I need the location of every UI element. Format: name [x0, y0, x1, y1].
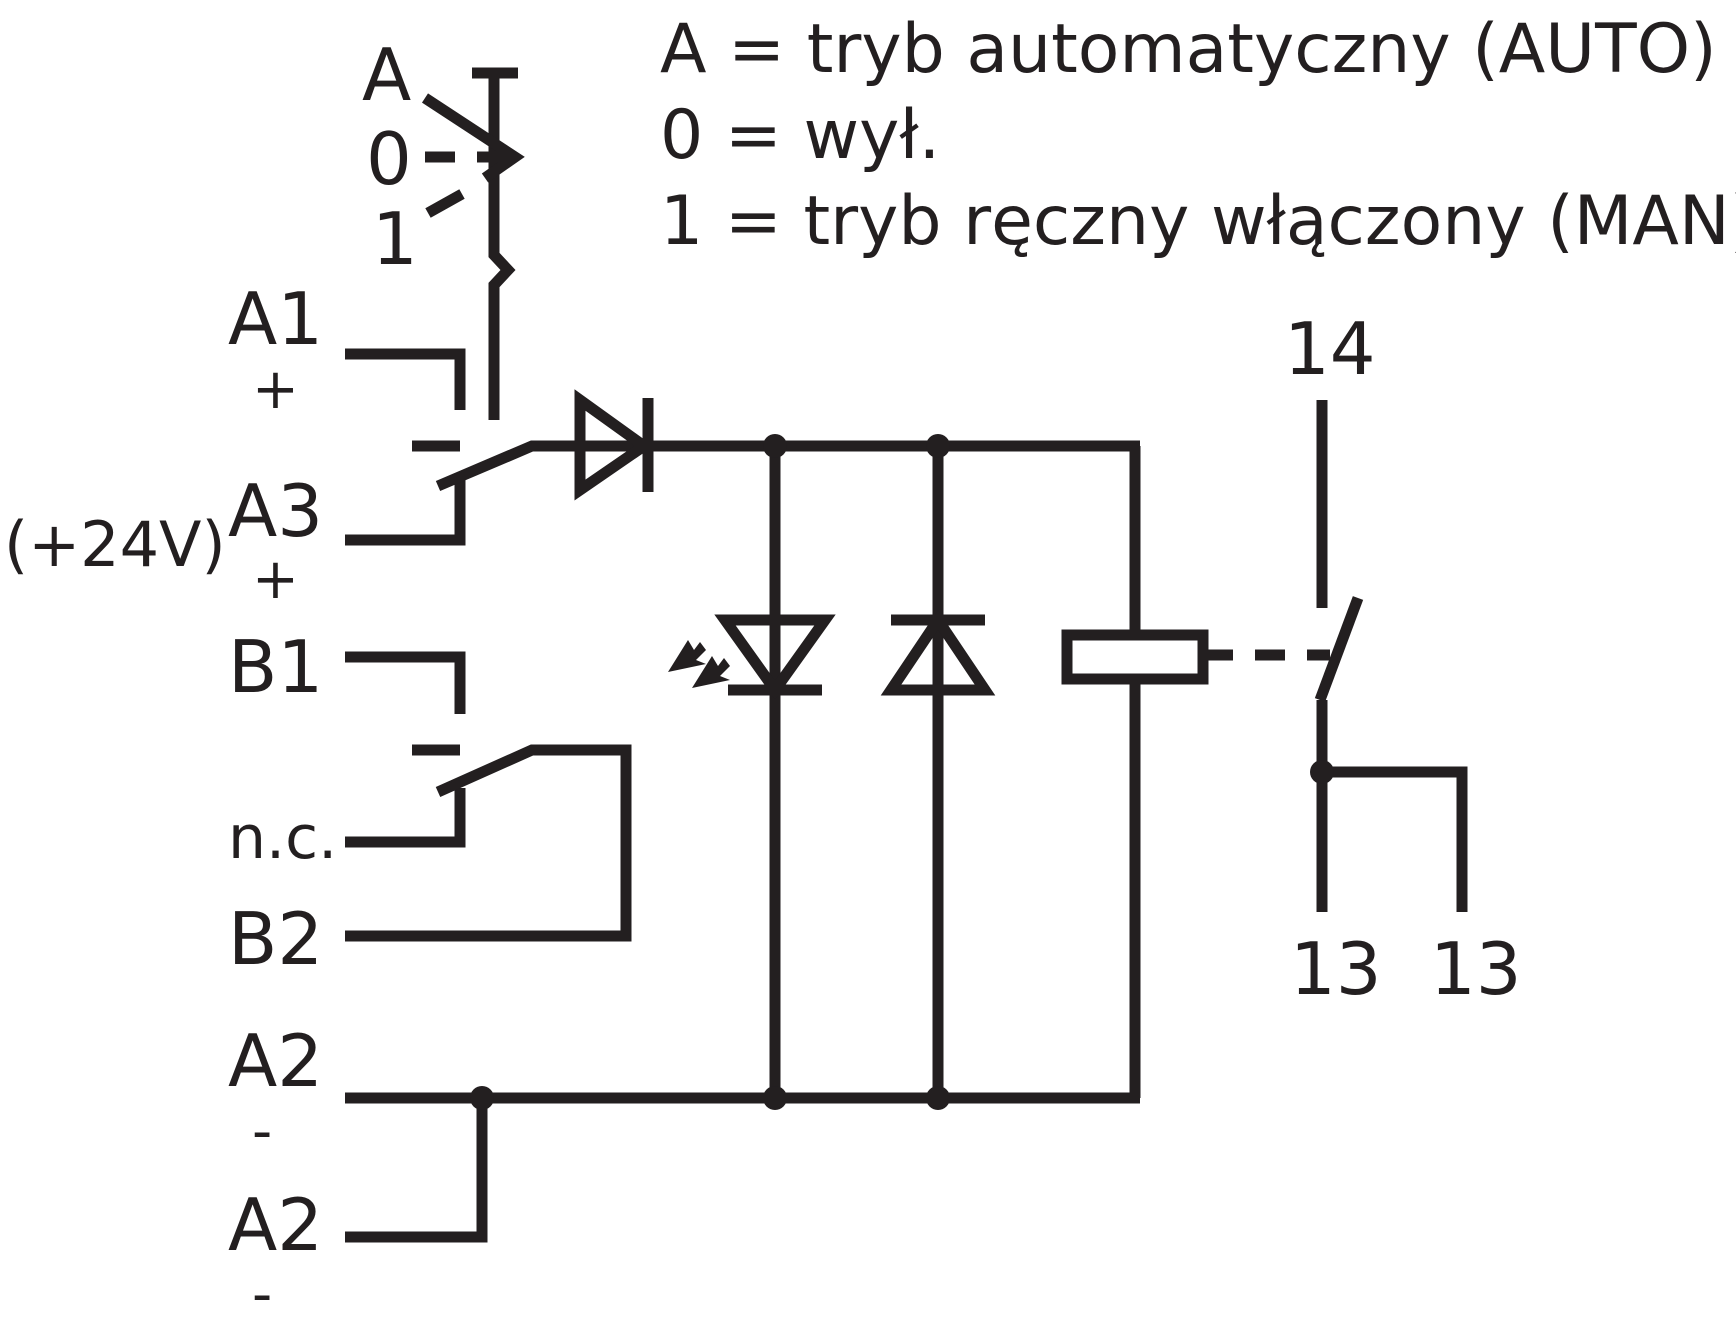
junction-dot — [1310, 760, 1334, 784]
legend-item-off: 0 = wył. — [660, 96, 940, 175]
terminal-13-left-label: 13 — [1290, 927, 1382, 1011]
junction-dot — [470, 1086, 494, 1110]
status-led-branch — [668, 434, 836, 1110]
terminal-14-label: 14 — [1284, 307, 1376, 391]
wire-b1 — [345, 651, 466, 714]
switch-position-0: 0 — [366, 117, 412, 201]
legend-item-manual: 1 = tryb ręczny włączony (MAN) — [660, 182, 1736, 261]
freewheel-diode-triangle — [880, 610, 996, 696]
normally-open-contact-icon — [1314, 596, 1364, 702]
selector-switch: A 0 1 — [362, 33, 525, 420]
freewheel-diode-branch — [880, 434, 996, 1110]
switch-detent-lever — [421, 93, 525, 183]
wire-negative-bus — [345, 1092, 1141, 1104]
wire-a3 — [345, 478, 466, 546]
terminal-a1-polarity: + — [252, 357, 299, 422]
relay-coil-branch — [1061, 446, 1330, 1098]
a1-a3-changeover-contact — [345, 348, 580, 546]
wire-a1 — [345, 348, 466, 410]
terminal-13-right-label: 13 — [1430, 927, 1522, 1011]
terminal-b2-label: B2 — [228, 897, 323, 981]
terminal-a3-polarity: + — [252, 547, 299, 612]
legend-item-auto: A = tryb automatyczny (AUTO) — [660, 10, 1717, 89]
input-diode — [574, 389, 1140, 501]
terminal-a3-voltage-note: (+24V) — [4, 508, 226, 581]
input-terminals: A1 + A3 + (+24V) B1 n.c. B2 A2 - A2 - — [4, 277, 337, 1327]
output-relay-contact: 14 13 13 — [1284, 307, 1522, 1011]
negative-bus — [345, 1086, 1141, 1243]
b1-b2-contact — [345, 651, 632, 942]
junction-dot — [763, 434, 787, 458]
switch-actuator-shaft — [488, 73, 516, 420]
led-light-arrows-icon — [668, 640, 730, 688]
terminal-nc-label: n.c. — [228, 803, 337, 873]
terminal-a3-label: A3 — [228, 469, 323, 553]
wire-a2-bottom — [345, 1098, 488, 1243]
terminal-a2-top-polarity: - — [252, 1099, 272, 1164]
terminal-a2-top-label: A2 — [228, 1019, 323, 1103]
relay-coil-icon — [1061, 629, 1209, 685]
terminal-a1-label: A1 — [228, 277, 323, 361]
led-triangle — [714, 614, 836, 700]
switch-position-1-stub — [425, 189, 465, 218]
switch-position-a: A — [362, 33, 411, 117]
wire-b2 — [345, 744, 632, 942]
legend: A = tryb automatyczny (AUTO) 0 = wył. 1 … — [660, 10, 1736, 261]
terminal-a2-bottom-label: A2 — [228, 1183, 323, 1267]
junction-dot — [926, 434, 950, 458]
contact-a-blade — [435, 440, 580, 492]
terminal-b1-label: B1 — [228, 625, 323, 709]
wire-nc — [345, 788, 466, 848]
terminal-a2-bottom-polarity: - — [252, 1262, 272, 1327]
input-diode-triangle — [574, 389, 654, 501]
wire-terminal-13-right — [1322, 766, 1468, 912]
switch-position-1: 1 — [372, 197, 418, 281]
